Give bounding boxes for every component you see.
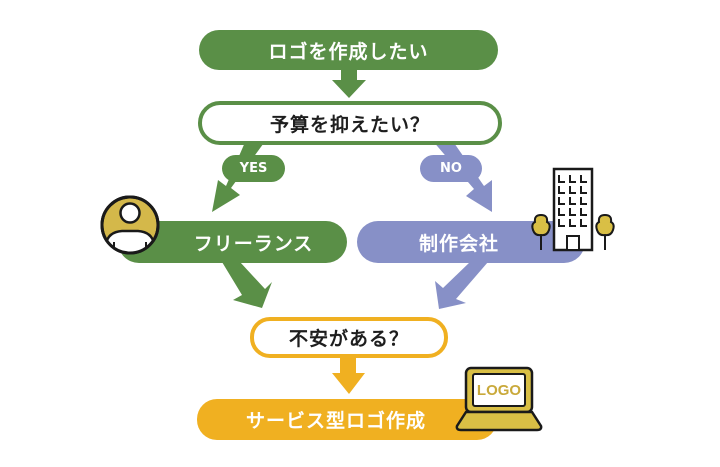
anxiety-question-node: 不安がある？ <box>250 317 448 358</box>
person-avatar-icon <box>100 195 160 255</box>
building-window <box>558 197 565 205</box>
arrow-start-to-budget <box>332 70 366 98</box>
logo-text: LOGO <box>476 381 522 399</box>
arrow-agency-to-anxiety <box>435 262 488 309</box>
arrow-freelance-to-anxiety <box>222 262 272 308</box>
service-node-label: サービス型ロゴ作成 <box>245 410 426 432</box>
building-window <box>569 186 576 194</box>
budget-question-label: 予算を抑えたい？ <box>269 113 430 136</box>
service-node: サービス型ロゴ作成 <box>197 399 497 440</box>
no-branch-label: NO <box>420 155 482 182</box>
building-window <box>569 175 576 183</box>
freelance-node-label: フリーランス <box>193 232 314 255</box>
start-node: ロゴを作成したい <box>199 30 498 70</box>
building-window <box>580 208 587 216</box>
building-window <box>580 219 587 227</box>
no-label-text: NO <box>440 161 462 176</box>
start-node-label: ロゴを作成したい <box>268 40 429 63</box>
arrow-anxiety-to-service <box>332 356 365 394</box>
building-window <box>569 208 576 216</box>
building-window <box>569 219 576 227</box>
budget-question-node: 予算を抑えたい？ <box>198 101 502 145</box>
agency-node-label: 制作会社 <box>418 232 499 255</box>
tree-icon <box>595 213 615 250</box>
laptop-icon <box>455 366 543 432</box>
laptop-screen-logo-text: LOGO <box>473 375 525 405</box>
building-window <box>558 208 565 216</box>
building-window <box>569 197 576 205</box>
building-window <box>580 197 587 205</box>
tree-icon <box>531 213 551 250</box>
building-window <box>558 219 565 227</box>
office-building-icon <box>552 167 594 252</box>
building-window <box>580 186 587 194</box>
yes-label-text: YES <box>239 161 268 176</box>
building-window <box>558 186 565 194</box>
yes-branch-label: YES <box>222 155 285 182</box>
building-window <box>580 175 587 183</box>
anxiety-question-label: 不安がある？ <box>288 328 409 350</box>
arrow-budget-to-agency <box>432 140 492 212</box>
building-window <box>558 175 565 183</box>
